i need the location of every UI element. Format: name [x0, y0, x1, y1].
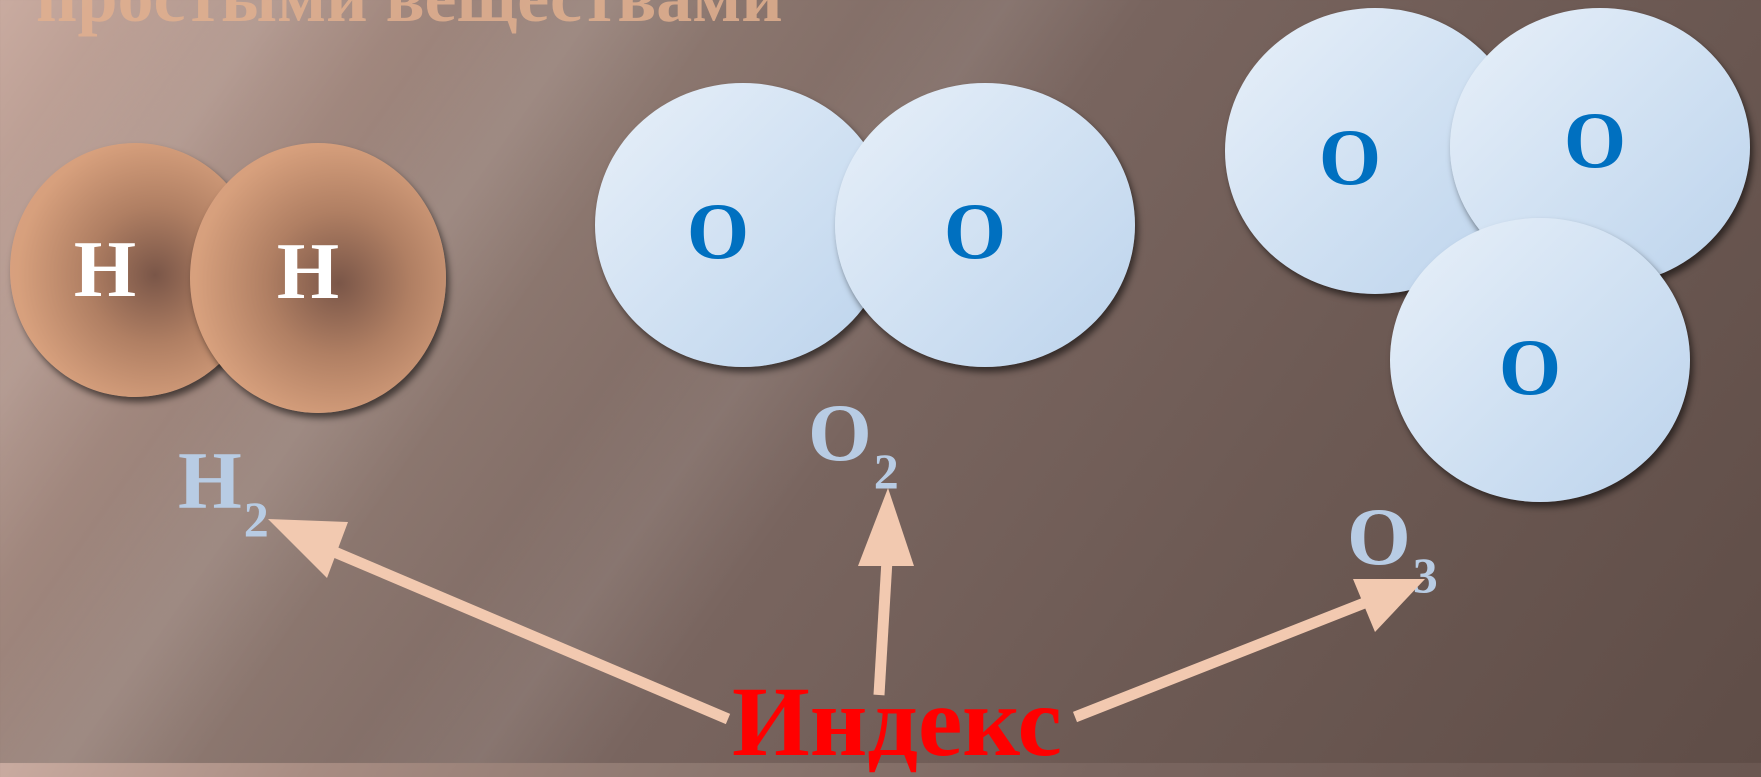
formula-symbol: H	[178, 435, 242, 526]
formula-subscript: 3	[1412, 547, 1438, 603]
arrow-to-o2	[858, 488, 914, 696]
arrow-to-h2	[268, 519, 731, 725]
atom-label: O	[1563, 97, 1627, 185]
formula-symbol: O	[808, 387, 872, 478]
atom-label: H	[276, 228, 340, 316]
index-label: Индекс	[732, 666, 1062, 777]
atom-label: O	[1498, 324, 1562, 412]
atom-label: O	[943, 188, 1007, 276]
formula-symbol: O	[1347, 491, 1411, 582]
formula-subscript: 2	[243, 491, 269, 547]
ozone-atom-3: O	[1390, 218, 1690, 502]
oxygen-atom-2: O	[835, 83, 1135, 367]
formula-subscript: 2	[873, 443, 899, 499]
formula-o2: O2	[808, 392, 899, 497]
atom-label: H	[73, 226, 137, 314]
arrow-to-o3	[1072, 579, 1425, 723]
atom-label: O	[1318, 114, 1382, 202]
formula-o3: O3	[1347, 496, 1438, 601]
atom-label: O	[686, 188, 750, 276]
formula-h2: H2	[178, 440, 269, 545]
hydrogen-atom-2: H	[190, 143, 446, 413]
slide-title: простыми веществами	[36, 0, 783, 39]
